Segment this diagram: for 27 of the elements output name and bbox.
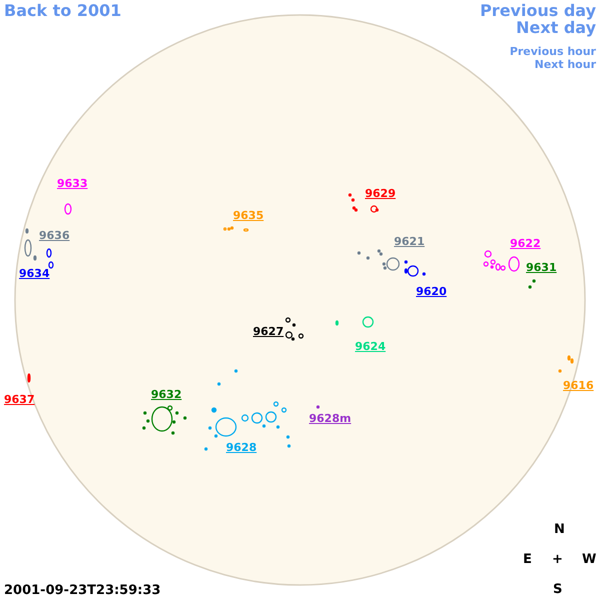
region-number: 9624	[355, 341, 386, 352]
compass-center-mark: +	[552, 553, 563, 566]
region-number: 9628	[226, 442, 257, 453]
region-number: 9632	[151, 389, 182, 400]
region-number: 9629	[365, 188, 396, 199]
region-number: 9622	[510, 238, 541, 249]
navigation-link: Next day	[516, 20, 596, 36]
region-number: 9637	[4, 394, 35, 405]
timestamp: 2001-09-23T23:59:33	[4, 584, 161, 597]
navigation-link: Previous day	[480, 3, 596, 19]
compass-west-letter: W	[582, 553, 596, 566]
region-number: 9631	[526, 262, 557, 273]
region-number: 9621	[394, 236, 425, 247]
region-number: 9620	[416, 286, 447, 297]
compass-south-letter: S	[553, 583, 562, 596]
region-number: 9628m	[309, 413, 352, 424]
region-number: 9635	[233, 210, 264, 221]
compass-north-letter: N	[554, 523, 565, 536]
region-number: 9636	[39, 230, 70, 241]
region-number: 9633	[57, 178, 88, 189]
region-number: 9627	[253, 326, 284, 337]
navigation-link: Next hour	[534, 59, 596, 70]
compass-east-letter: E	[523, 553, 532, 566]
navigation-link: Previous hour	[510, 46, 596, 57]
region-number: 9634	[19, 268, 50, 279]
navigation-link: Back to 2001	[4, 3, 122, 19]
region-number: 9616	[563, 380, 594, 391]
